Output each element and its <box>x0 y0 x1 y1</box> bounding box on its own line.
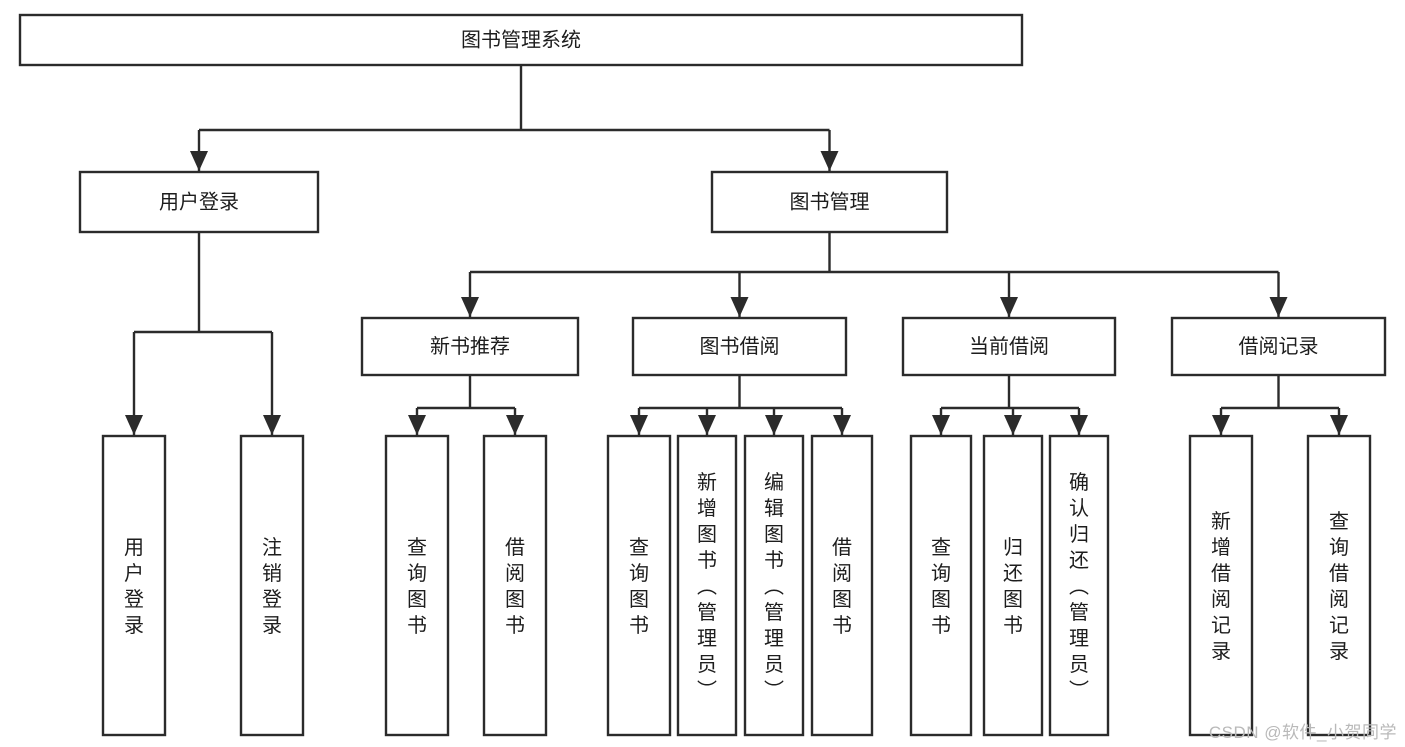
node-label-vertical: 查询图书 <box>629 536 649 637</box>
node-leaf-1[interactable]: 注销登录 <box>239 434 305 737</box>
node-label: 当前借阅 <box>969 335 1049 358</box>
node-box <box>482 434 548 737</box>
node-label-vertical: 新增图书︵管理员︶ <box>697 471 717 702</box>
arrow-head-icon <box>190 151 208 171</box>
node-label: 用户登录 <box>159 190 239 213</box>
node-box <box>810 434 874 737</box>
arrow-head-icon <box>1330 415 1348 435</box>
node-box <box>1188 434 1254 737</box>
node-leaf-4[interactable]: 查询图书 <box>606 434 672 737</box>
node-box <box>1306 434 1372 737</box>
arrow-head-icon <box>730 297 749 317</box>
node-leaf-3[interactable]: 借阅图书 <box>482 434 548 737</box>
node-level1-0[interactable]: 用户登录 <box>78 170 320 234</box>
node-label-vertical: 借阅图书 <box>505 536 525 637</box>
node-box <box>384 434 450 737</box>
node-box <box>676 434 738 737</box>
node-box <box>982 434 1044 737</box>
arrow-head-icon <box>820 151 839 171</box>
arrow-head-icon <box>932 415 950 435</box>
node-box <box>901 316 1117 377</box>
node-box <box>18 13 1024 67</box>
node-leaf-2[interactable]: 查询图书 <box>384 434 450 737</box>
node-label-vertical: 借阅图书 <box>832 536 852 637</box>
node-leaf-5[interactable]: 新增图书︵管理员︶ <box>676 434 738 737</box>
arrow-head-icon <box>1000 297 1018 317</box>
node-leaf-10[interactable]: 确认归还︵管理员︶ <box>1048 434 1110 737</box>
arrow-head-icon <box>125 415 143 435</box>
node-leaf-8[interactable]: 查询图书 <box>909 434 973 737</box>
node-label-vertical: 注销登录 <box>262 536 282 637</box>
node-level2-0[interactable]: 新书推荐 <box>360 316 580 377</box>
node-level2-2[interactable]: 当前借阅 <box>901 316 1117 377</box>
node-leaf-9[interactable]: 归还图书 <box>982 434 1044 737</box>
arrow-head-icon <box>765 415 783 435</box>
arrow-head-icon <box>461 297 479 317</box>
node-box <box>909 434 973 737</box>
arrow-head-icon <box>408 415 426 435</box>
node-box <box>239 434 305 737</box>
node-box <box>78 170 320 234</box>
node-leaf-11[interactable]: 新增借阅记录 <box>1188 434 1254 737</box>
arrow-head-icon <box>506 415 524 435</box>
connector-layer <box>125 65 1348 435</box>
node-leaf-0[interactable]: 用户登录 <box>101 434 167 737</box>
arrow-head-icon <box>630 415 648 435</box>
node-label-vertical: 归还图书 <box>1003 536 1023 637</box>
node-box <box>710 170 949 234</box>
node-level1-1[interactable]: 图书管理 <box>710 170 949 234</box>
arrow-head-icon <box>698 415 716 435</box>
node-label-vertical: 新增借阅记录 <box>1211 510 1231 663</box>
node-level2-3[interactable]: 借阅记录 <box>1170 316 1387 377</box>
node-box <box>743 434 805 737</box>
node-root-0[interactable]: 图书管理系统 <box>18 13 1024 67</box>
node-label-vertical: 用户登录 <box>124 537 144 637</box>
arrow-head-icon <box>263 415 281 435</box>
node-leaf-7[interactable]: 借阅图书 <box>810 434 874 737</box>
node-label: 图书管理 <box>790 190 870 213</box>
node-label-vertical: 查询图书 <box>407 536 427 637</box>
arrow-head-icon <box>1269 297 1288 317</box>
node-box <box>631 316 848 377</box>
node-level2-1[interactable]: 图书借阅 <box>631 316 848 377</box>
node-box <box>1170 316 1387 377</box>
node-label: 借阅记录 <box>1239 335 1319 358</box>
arrow-head-icon <box>1212 415 1230 435</box>
node-label: 图书管理系统 <box>461 28 581 51</box>
arrow-head-icon <box>1070 415 1088 435</box>
node-label-vertical: 查询图书 <box>931 536 951 637</box>
node-label: 新书推荐 <box>430 335 510 358</box>
node-label-vertical: 编辑图书︵管理员︶ <box>764 471 784 702</box>
node-layer: 图书管理系统用户登录图书管理新书推荐图书借阅当前借阅借阅记录用户登录注销登录查询… <box>18 13 1387 737</box>
node-box <box>1048 434 1110 737</box>
node-box <box>101 434 167 737</box>
node-leaf-6[interactable]: 编辑图书︵管理员︶ <box>743 434 805 737</box>
arrow-head-icon <box>833 415 851 435</box>
node-label: 图书借阅 <box>700 335 780 358</box>
node-leaf-12[interactable]: 查询借阅记录 <box>1306 434 1372 737</box>
node-label-vertical: 查询借阅记录 <box>1329 510 1349 663</box>
csdn-watermark: CSDN @软件_小贺同学 <box>1208 723 1397 742</box>
node-label-vertical: 确认归还︵管理员︶ <box>1069 471 1089 702</box>
node-box <box>606 434 672 737</box>
arrow-head-icon <box>1004 415 1022 435</box>
node-box <box>360 316 580 377</box>
